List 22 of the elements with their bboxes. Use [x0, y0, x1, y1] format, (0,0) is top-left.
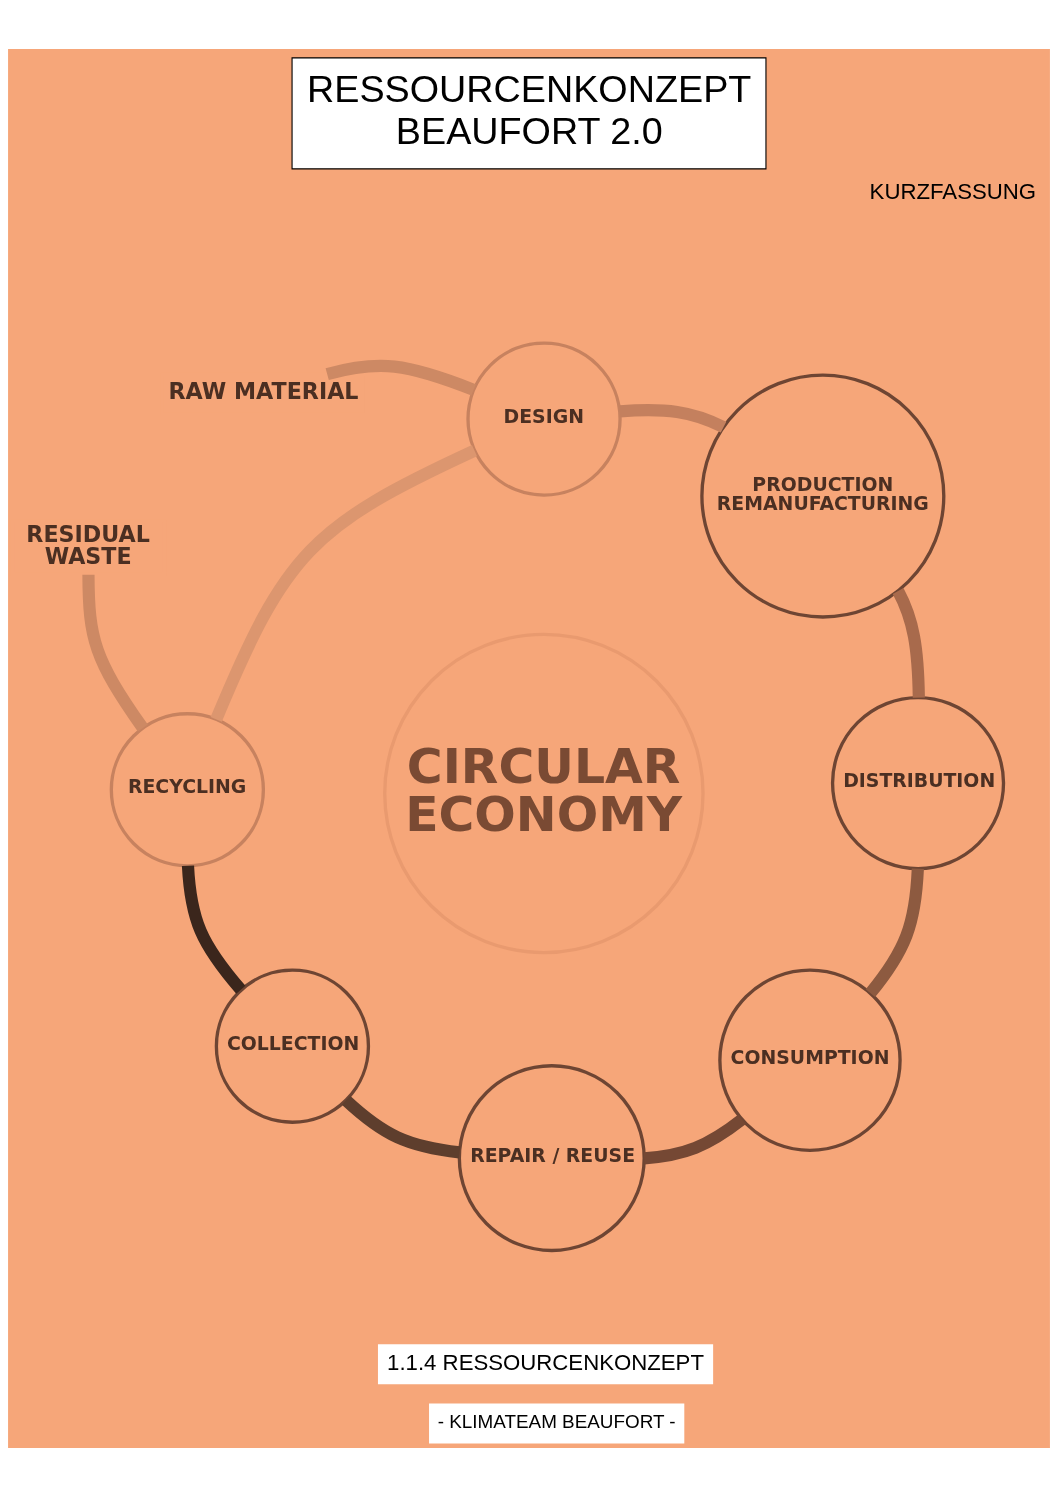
connector — [82, 574, 148, 732]
label: - KLIMATEAM BEAUFORT - — [437, 1411, 676, 1433]
node-circle: DESIGN — [466, 341, 622, 497]
node-circle: REPAIR / REUSE — [457, 1064, 646, 1253]
diagram-title: RESSOURCENKONZEPT BEAUFORT 2.0 — [307, 68, 752, 152]
connector — [892, 588, 925, 698]
node-circle: COLLECTION — [214, 968, 371, 1124]
label: KURZFASSUNG — [869, 178, 1037, 204]
node-circle: RECYCLING — [109, 712, 266, 868]
connector — [619, 404, 727, 433]
connector — [325, 359, 476, 396]
connector — [643, 1114, 746, 1165]
node-circle: PRODUCTION REMANUFACTURING — [700, 373, 946, 619]
connector — [210, 445, 478, 722]
node-circle: DISTRIBUTION — [830, 695, 1006, 871]
connector — [341, 1095, 461, 1159]
connector — [865, 868, 924, 997]
node-text: RESIDUAL WASTE — [26, 521, 150, 570]
node-circle: CONSUMPTION — [718, 968, 902, 1152]
connector — [181, 865, 246, 994]
label: 1.1.4 RESSOURCENKONZEPT — [387, 1349, 704, 1375]
node-text: RAW MATERIAL — [168, 377, 359, 404]
